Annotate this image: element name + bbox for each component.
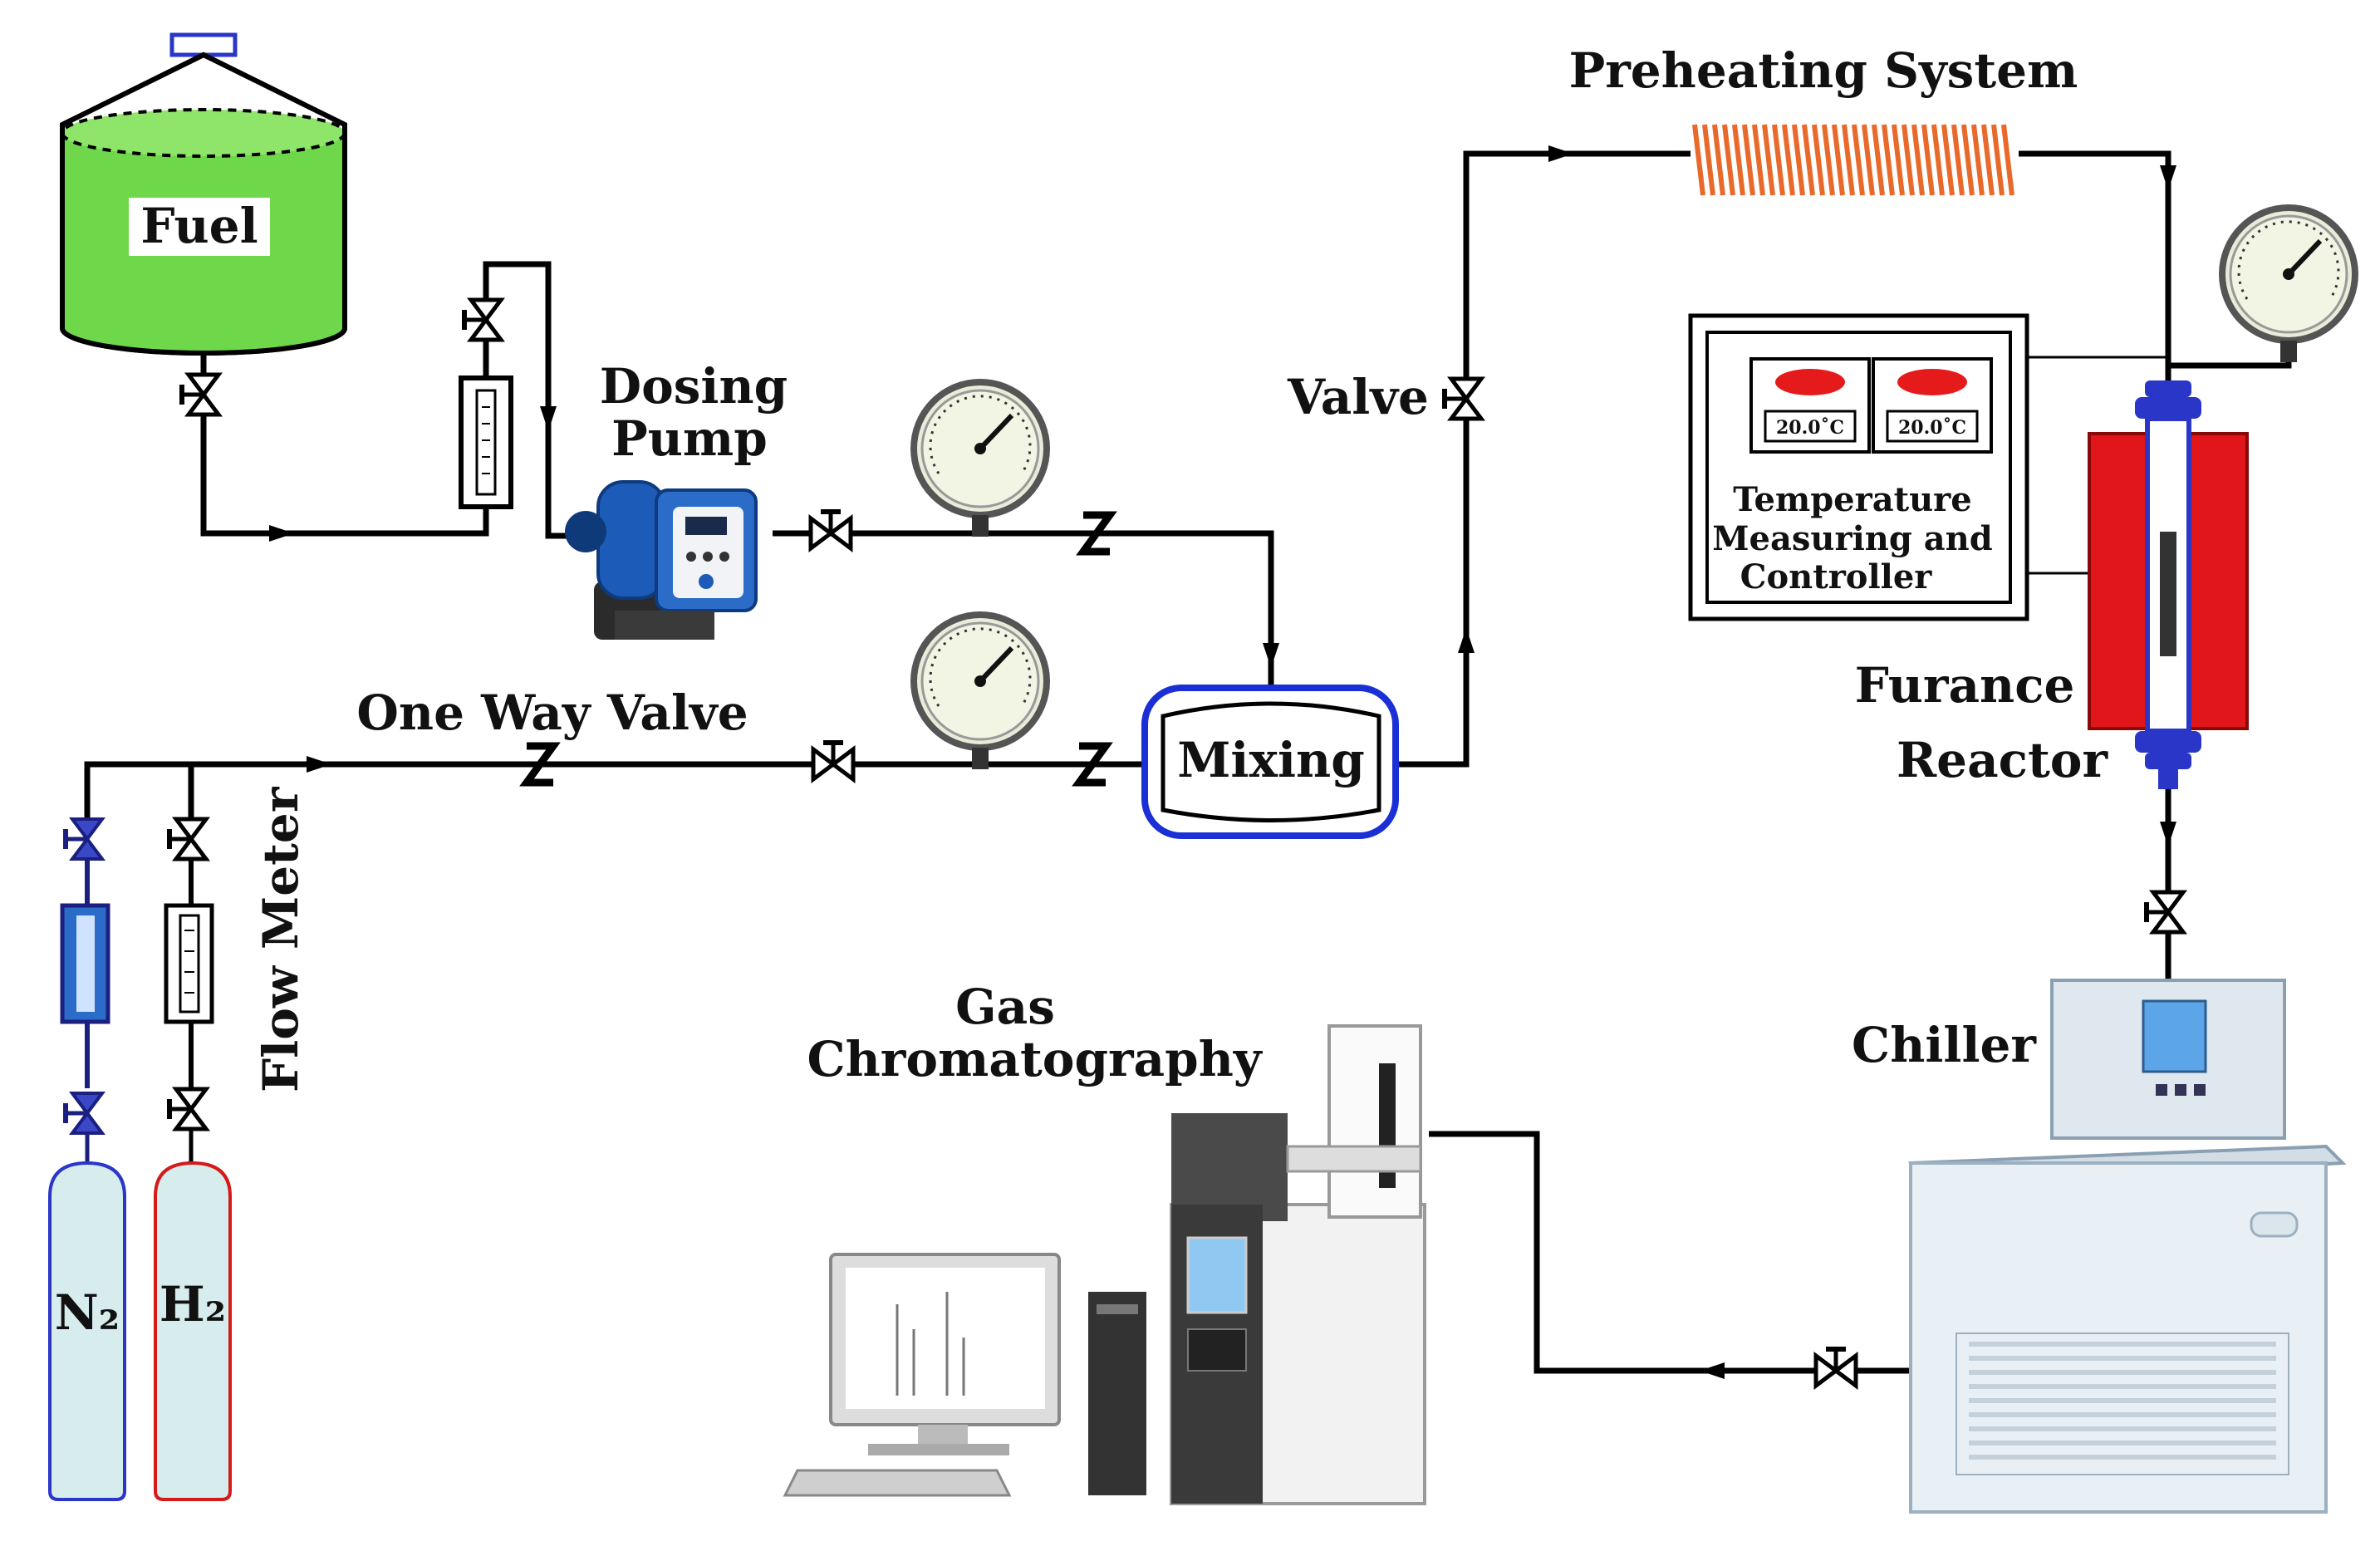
- temp-controller-label: Controller: [1740, 557, 1933, 596]
- valve-icon: [66, 819, 102, 859]
- flow-meter-label: Flow Meter: [253, 786, 309, 1092]
- preheater-coil: [1691, 124, 2019, 196]
- dosing-pump-label: Dosing: [600, 358, 788, 415]
- valve-icon: [1816, 1349, 1856, 1386]
- valve-icon: [169, 1089, 206, 1129]
- valve-icon: [169, 819, 206, 859]
- chiller: [1908, 979, 2347, 1514]
- dosing-pump: [565, 480, 758, 640]
- arrow-icon: [1263, 643, 1279, 668]
- n2-label: N₂: [55, 1284, 120, 1341]
- temp-controller-label: Measuring and: [1712, 519, 1992, 558]
- valve-icon: [464, 300, 501, 340]
- dosing-pump-label: Pump: [611, 410, 768, 467]
- gas-chromatograph: [783, 1024, 1426, 1505]
- gc-label: Gas: [955, 979, 1055, 1035]
- arrow-icon: [1700, 1362, 1725, 1379]
- valve-icon: [182, 375, 218, 415]
- arrow-icon: [1458, 628, 1475, 653]
- gauge-icon: [914, 382, 1047, 537]
- fuel-tank: Fuel: [60, 32, 347, 356]
- temp-controller-label: Temperature: [1733, 480, 1971, 519]
- h2-flow-meter: [164, 860, 214, 1088]
- valve-icon: [66, 1093, 102, 1133]
- mixing-vessel: Mixing: [1141, 685, 1399, 839]
- valve-icon: [813, 743, 853, 779]
- temp-display-left: 20.0˚C: [1776, 417, 1844, 439]
- h2-label: H₂: [159, 1276, 226, 1333]
- piping: [84, 150, 2292, 1374]
- mixing-label: Mixing: [1177, 732, 1365, 788]
- temperature-controller: 20.0˚C 20.0˚C Temperature Measuring and …: [1688, 313, 2029, 621]
- valve-icon: [1445, 379, 1481, 419]
- one-way-valve-label: One Way Valve: [356, 685, 748, 741]
- valve-label: Valve: [1287, 369, 1429, 425]
- valve-icon: [811, 512, 851, 548]
- chiller-label: Chiller: [1852, 1017, 2037, 1073]
- n2-flow-meter: [60, 860, 110, 1088]
- reactor-furnace: [2088, 380, 2249, 789]
- arrow-icon: [307, 756, 331, 773]
- h2-cylinder: H₂: [154, 1130, 232, 1501]
- fuel-label: Fuel: [140, 198, 258, 254]
- reactor-label: Reactor: [1897, 732, 2108, 788]
- arrow-icon: [269, 525, 294, 542]
- gauge-icon: [914, 615, 1047, 769]
- temp-display-right: 20.0˚C: [1898, 417, 1966, 439]
- arrow-icon: [2160, 165, 2176, 190]
- n2-cylinder: N₂: [48, 1134, 126, 1501]
- preheating-label: Preheating System: [1569, 42, 2078, 99]
- furnace-label: Furance: [1855, 657, 2075, 714]
- gauge-icon: [2222, 208, 2355, 362]
- fuel-flow-meter: [459, 349, 513, 509]
- gc-label: Chromatography: [807, 1031, 1263, 1087]
- arrow-icon: [2160, 822, 2176, 847]
- arrow-icon: [1548, 145, 1573, 162]
- arrow-icon: [540, 406, 557, 431]
- valve-icon: [2147, 892, 2183, 932]
